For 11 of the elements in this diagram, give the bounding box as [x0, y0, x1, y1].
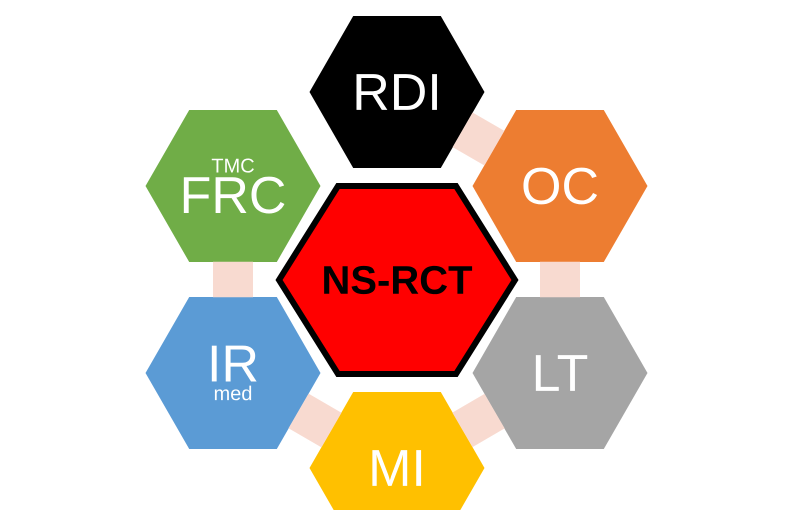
hexagon: RDI	[310, 16, 484, 168]
connector-band	[540, 262, 580, 298]
connector-band	[213, 262, 253, 298]
connector-band	[452, 394, 505, 448]
hexagon: IR med	[146, 297, 320, 449]
hexagon: TMC FRC	[146, 110, 320, 262]
hexagon: LT	[472, 297, 648, 449]
connector-band	[452, 112, 504, 166]
hexagon: MI	[310, 392, 484, 510]
hexagon: OC	[472, 110, 648, 262]
connector-band	[288, 394, 342, 448]
